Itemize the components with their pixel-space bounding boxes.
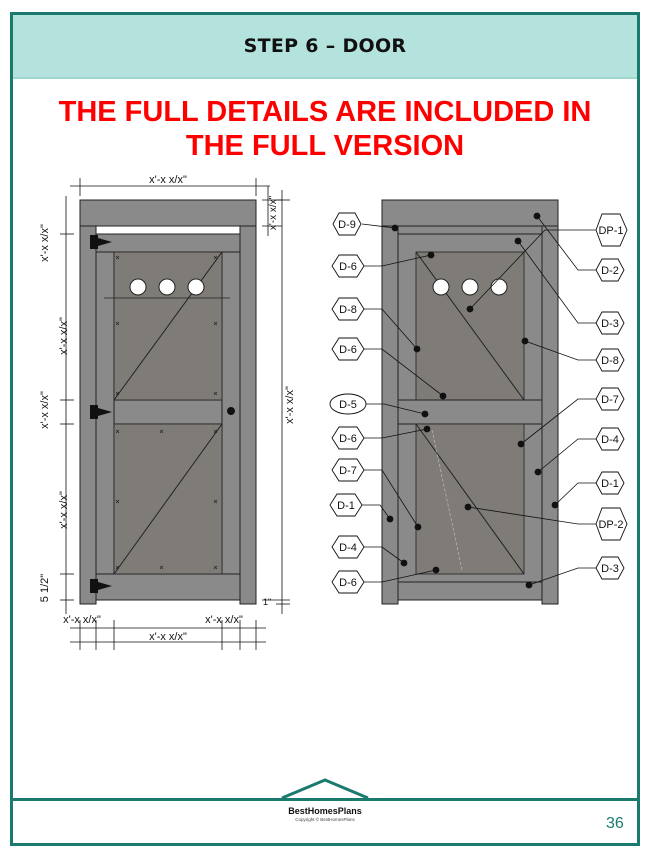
hinge-icon [90,579,112,593]
roof-logo-icon [281,778,369,800]
tag-right-2: D-2 [595,258,625,282]
tag-left-8: D-1 [329,493,363,517]
tag-left-10: D-6 [331,570,365,594]
right-door-callouts: D-9 D-6 D-8 D-6 D-5 D-6 D-7 D-1 [329,199,628,605]
dim-left-5: 5 1/2" [39,574,51,602]
tag-left-3: D-8 [331,297,365,321]
svg-text:D-7: D-7 [601,394,619,406]
top-rail [95,233,241,253]
tag-right-5: D-7 [595,387,625,411]
svg-text:D-9: D-9 [338,219,356,231]
svg-text:DP-1: DP-1 [598,225,623,237]
tag-right-4: D-8 [595,348,625,372]
dim-left-2: x'-x x/x" [58,317,70,355]
notice-line-1: THE FULL DETAILS ARE INCLUDED IN [58,96,592,128]
window-hole-2 [158,278,176,296]
dim-left-1: x'-x x/x" [39,224,51,262]
mid-rail [95,399,241,425]
dim-right-full-height: x'-x x/x" [284,386,296,424]
bottom-rail [95,573,241,601]
right-header-beam [381,199,559,227]
tag-right-6: D-4 [595,427,625,451]
door-knob-icon [227,407,235,415]
footer-brand: BestHomesPlans Copyright © BestHomesPlan… [240,806,410,822]
svg-text:DP-2: DP-2 [598,519,623,531]
tag-right-7: D-1 [595,471,625,495]
svg-text:D-2: D-2 [601,265,619,277]
brand-copyright: Copyright © BestHomesPlans [295,817,355,822]
right-jamb-stud [239,225,257,605]
step-header: STEP 6 – DOOR [13,15,637,79]
tag-left-2: D-6 [331,254,365,278]
svg-text:D-8: D-8 [339,304,357,316]
notice-line-2: THE FULL VERSION [185,130,465,162]
hinge-icon [90,405,112,419]
footer-divider [10,798,640,801]
leader-lines [361,215,596,586]
svg-text:D-6: D-6 [339,344,357,356]
right-top-trim [397,225,543,235]
svg-text:D-8: D-8 [601,355,619,367]
right-mid-rail [397,399,543,425]
tag-left-4: D-6 [331,337,365,361]
right-left-stud [381,225,399,605]
left-header-beam [79,199,257,227]
svg-text:D-6: D-6 [339,577,357,589]
tag-left-6: D-6 [331,426,365,450]
dim-right-header: x'-x x/x" [268,195,279,230]
tag-left-1: D-9 [332,212,362,236]
svg-text:D-3: D-3 [601,318,619,330]
page-number: 36 [606,815,624,832]
svg-text:D-5: D-5 [339,399,357,411]
screw-marks [115,255,218,570]
full-version-notice: THE FULL DETAILS ARE INCLUDED IN THE FUL… [13,95,637,163]
dim-bottom-right: x'-x x/x" [205,614,243,626]
leader-dots [386,212,559,589]
right-window-hole-3 [490,278,508,296]
svg-text:D-7: D-7 [339,465,357,477]
right-bottom-rail [397,581,543,601]
dim-bottom-left: x'-x x/x" [63,614,101,626]
right-upper-brace [415,251,525,401]
tag-right-9: D-3 [595,556,625,580]
tag-right-1: DP-1 [595,213,628,247]
dim-left-4: x'-x x/x" [58,491,70,529]
lower-brace [113,423,223,575]
dim-bottom-total: x'-x x/x" [149,631,187,643]
dim-top-width: x'-x x/x" [149,174,187,186]
dim-right-small: 1" [263,597,271,607]
window-hole-3 [187,278,205,296]
svg-text:D-4: D-4 [339,542,357,554]
tag-left-5: D-5 [329,393,367,415]
window-hole-1 [129,278,147,296]
right-right-stud [541,225,559,605]
right-lower-brace [415,423,525,575]
tag-right-3: D-3 [595,311,625,335]
svg-text:D-1: D-1 [337,500,355,512]
svg-text:D-6: D-6 [339,261,357,273]
left-door-elevation: x'-x x/x" x'-x x/x" x'-x x/x" x'-x x/x" … [39,174,296,650]
dimension-lines [60,178,290,650]
upper-brace [113,251,223,401]
tag-left-7: D-7 [331,458,365,482]
step-title: STEP 6 – DOOR [243,35,407,57]
tag-left-9: D-4 [331,535,365,559]
svg-text:D-4: D-4 [601,434,619,446]
tag-right-8: DP-2 [595,507,628,541]
right-hidden-line [431,429,463,571]
dim-left-3: x'-x x/x" [39,391,51,429]
right-window-hole-1 [432,278,450,296]
hinge-icon [90,235,112,249]
right-window-hole-2 [461,278,479,296]
svg-text:D-1: D-1 [601,478,619,490]
svg-text:D-3: D-3 [601,563,619,575]
svg-text:D-6: D-6 [339,433,357,445]
brand-name: BestHomesPlans [288,806,362,816]
